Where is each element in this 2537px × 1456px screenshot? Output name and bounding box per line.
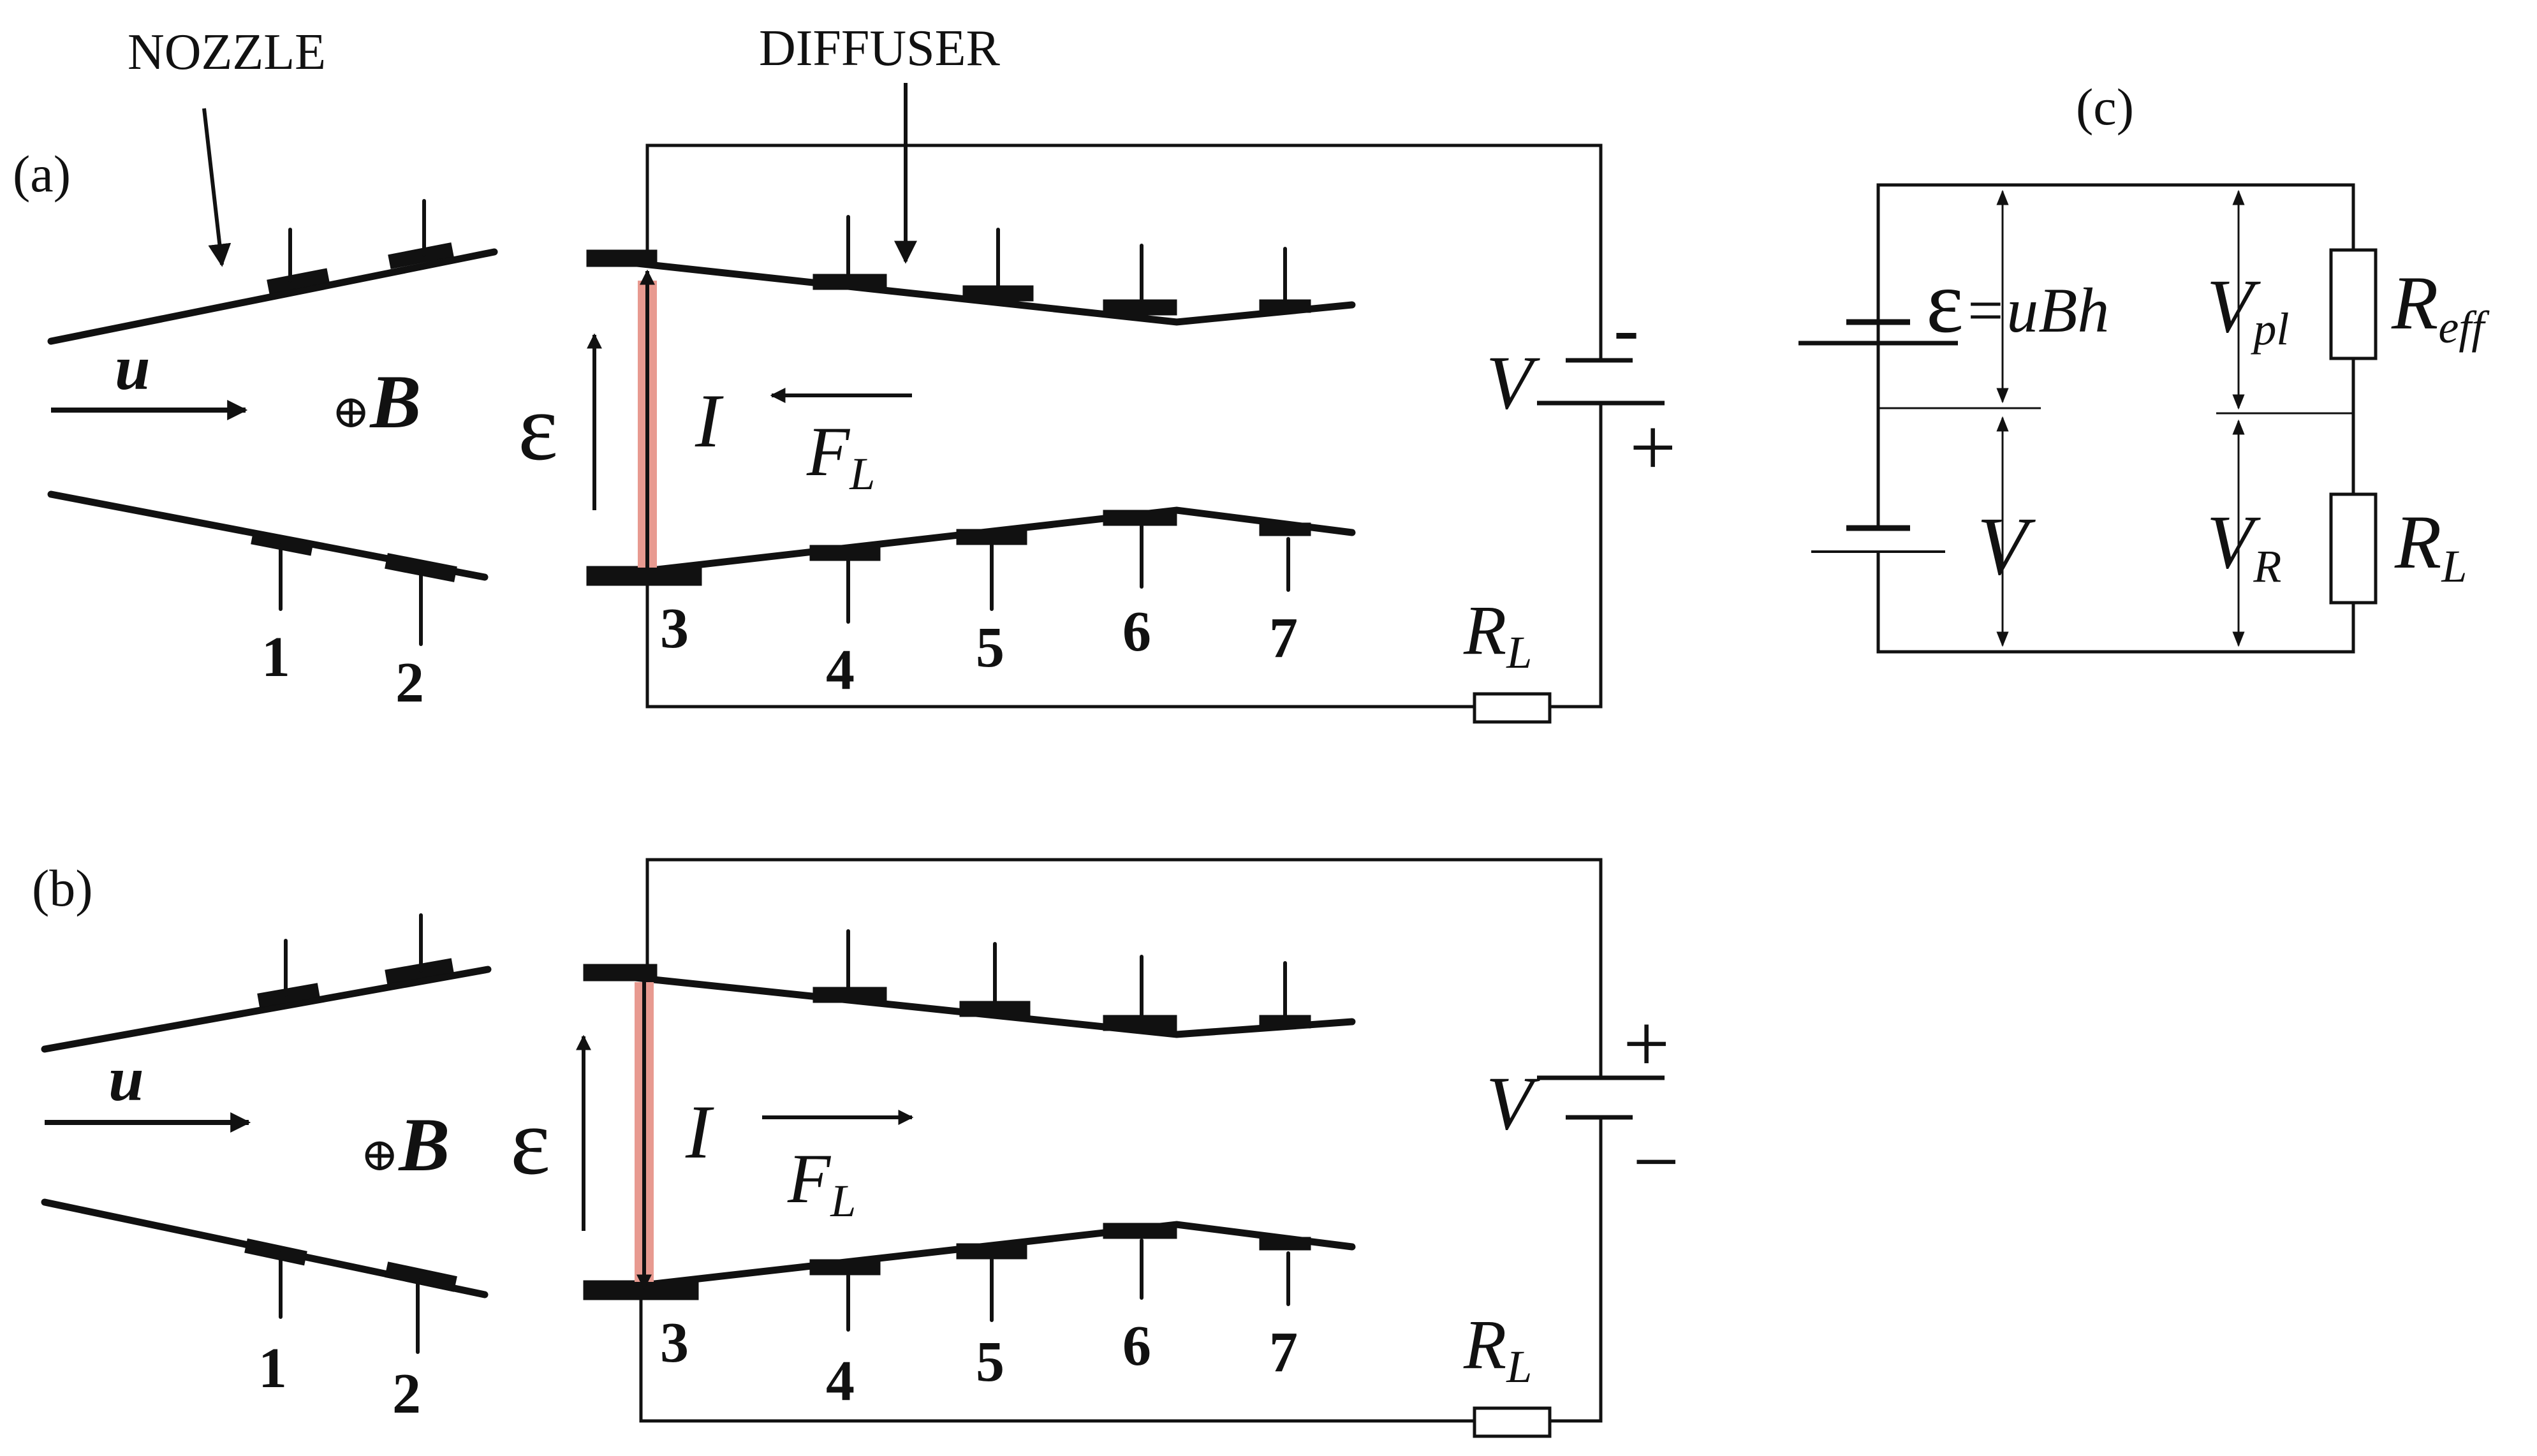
r-eff-resistor	[2329, 248, 2378, 360]
battery-voltage-label: V	[1486, 340, 1540, 425]
electrode-numbers-a: 1 2 3 4 5 6 7	[261, 597, 1298, 714]
r-eff-label: Reff	[2391, 260, 2490, 353]
electrode-number: 5	[976, 616, 1004, 679]
electrode-number: 4	[826, 638, 855, 702]
electrode-number: 4	[826, 1349, 855, 1413]
load-resistor-label: RL	[1463, 1305, 1532, 1392]
load-resistor	[1473, 1406, 1552, 1438]
battery-sign-top: -	[1614, 286, 1639, 371]
panel-b: (b)	[32, 858, 1679, 1438]
r-l-resistor	[2329, 492, 2378, 605]
circuit-wire	[1876, 183, 2355, 343]
r-l-label: RL	[2394, 499, 2467, 592]
panel-a: (a)	[13, 143, 1676, 724]
diffuser-walls	[586, 215, 1356, 624]
panel-a-label: (a)	[13, 145, 71, 203]
emf-label: ε	[510, 1089, 550, 1195]
electrode-number: 7	[1269, 1321, 1298, 1384]
lorentz-force-label: FL	[787, 1140, 856, 1226]
circuit-wire	[1876, 552, 2355, 654]
battery-sign-bottom: +	[1629, 402, 1676, 494]
nozzle-pointer-arrow	[202, 108, 232, 267]
diffuser-walls	[583, 929, 1356, 1332]
current-label: I	[685, 1089, 714, 1174]
load-resistor-label: RL	[1463, 591, 1532, 678]
nozzle-walls	[41, 913, 492, 1354]
battery-voltage-label: V	[1486, 1061, 1540, 1145]
electrode-number: 6	[1122, 600, 1151, 663]
nozzle-walls	[47, 199, 498, 646]
electrode-number: 6	[1122, 1314, 1151, 1378]
field-symbol: ⊕B	[360, 1102, 450, 1187]
v-r-label: VR	[2207, 499, 2281, 592]
electrode-numbers-b: 1 2 3 4 5 6 7	[258, 1311, 1298, 1425]
panel-b-label: (b)	[32, 859, 93, 917]
battery-sign-bottom: −	[1633, 1116, 1679, 1208]
panel-c-label: (c)	[2076, 78, 2134, 136]
electrode-number: 3	[660, 597, 689, 660]
external-circuit-b	[639, 858, 1665, 1438]
diffuser-label: DIFFUSER	[759, 20, 1001, 77]
current-label: I	[695, 378, 724, 463]
lorentz-force-label: FL	[806, 413, 875, 499]
external-circuit-a	[645, 143, 1665, 724]
electrode-number: 1	[261, 626, 290, 689]
velocity-label: u	[115, 332, 151, 403]
v-pl-label: Vpl	[2207, 263, 2289, 355]
electrode-number: 2	[392, 1362, 421, 1425]
battery-sign-top: +	[1623, 998, 1670, 1090]
velocity-label: u	[108, 1043, 144, 1114]
v-source-label: V	[1977, 501, 2036, 592]
electrode-number: 7	[1269, 607, 1298, 670]
nozzle-label: NOZZLE	[128, 24, 326, 80]
electrode-number: 3	[660, 1311, 689, 1374]
electrode-number: 1	[258, 1337, 287, 1400]
load-resistor	[1473, 692, 1552, 724]
emf-equation: ε=uBh	[1926, 253, 2109, 351]
panel-c-equivalent-circuit: (c) ε=uBh V Vpl Re	[1798, 78, 2490, 654]
electrode-number: 5	[976, 1330, 1004, 1393]
electrode-number: 2	[395, 651, 424, 714]
emf-label: ε	[518, 374, 558, 480]
field-symbol: ⊕B	[332, 359, 421, 444]
